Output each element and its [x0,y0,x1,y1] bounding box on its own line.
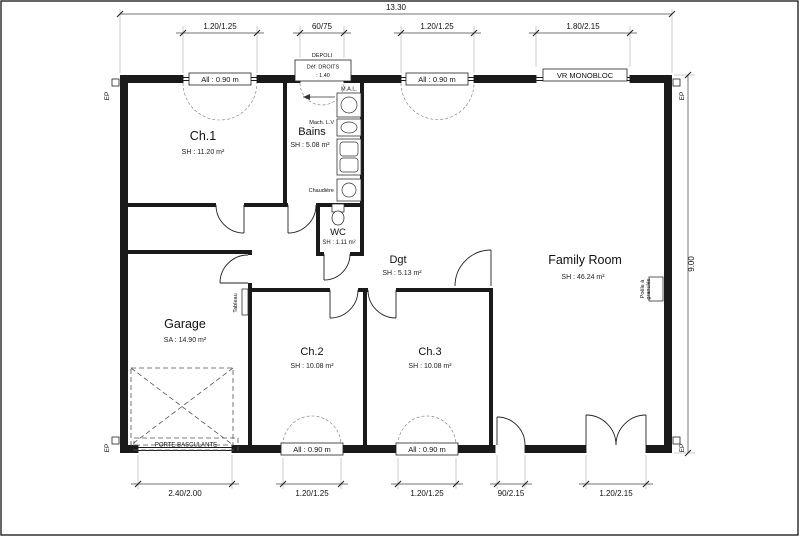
dim-total-height: 9.00 [687,256,696,272]
room-name-garage: Garage [164,317,206,331]
ep-downspout [111,436,120,445]
room-area-ch2: SH : 10.08 m² [290,363,334,370]
window-swing-ch2 [282,415,342,446]
dim-bottom-4: 90/2.15 [498,489,525,498]
dimensions-top: 13.30 1.20/1.25 60/75 1.20/1.25 1.80/2.1… [116,3,676,37]
mal-label: M.A.L. [341,87,357,93]
ep-label-top-right: EP [679,92,686,101]
ep-downspout [672,78,681,87]
door-bains [287,204,317,234]
basculante-outline [130,367,234,446]
doors [215,204,647,446]
room-area-dgt: SH : 5.13 m² [382,270,422,277]
room-area-family: SH : 46.24 m² [561,274,605,281]
chaudiere-label: Chaudière [309,188,334,194]
window-labels: All : 0.90 m All : 0.90 m All : 0.90 m A… [188,53,628,456]
door-ch2 [329,289,359,319]
dim-top-2: 60/75 [312,22,333,31]
door-ch3 [367,289,397,319]
window-swing-hall [400,82,475,120]
depoli-line2: : 1.40 [316,73,330,79]
room-name-ch1: Ch.1 [190,129,216,143]
ep-label-top-left: EP [104,92,111,101]
electrical-panel [241,288,249,316]
interior-walls [120,83,493,445]
door-entry [496,416,526,446]
washbasin [336,118,362,137]
ep-downspout [672,436,681,445]
ep-label-bottom-left: EP [104,444,111,453]
room-name-wc: WC [330,227,346,238]
window-label-bottom-1: All : 0.90 m [293,445,331,454]
room-area-bains: SH : 5.08 m² [290,142,330,149]
dim-total-width: 13.30 [386,3,407,12]
dim-bottom-2: 1.20/1.25 [295,489,329,498]
room-area-garage: SA : 14.90 m² [164,337,207,344]
door-french-right [615,414,647,446]
room-name-ch3: Ch.3 [418,346,441,358]
depoli-line1: Déf. DROITS [307,65,340,71]
arrow-icon [303,94,310,100]
door-garage [219,254,249,284]
room-name-bains: Bains [298,126,326,138]
washing-machine [336,92,362,118]
room-name-dgt: Dgt [389,254,406,266]
window-label-bottom-2: All : 0.90 m [408,445,446,454]
dim-top-4: 1.80/2.15 [566,22,600,31]
ep-downspout [111,78,120,87]
window-swing-ch1 [182,82,258,121]
porte-basculante-label: PORTE BASCULANTE [155,443,217,449]
annotations: M.A.L. Mach. L.V Chaudière Tableau PORTE… [104,87,686,453]
dim-top-3: 1.20/1.25 [420,22,454,31]
extension-lines [119,9,695,489]
poele-label-1: Poêle à [640,279,646,299]
room-area-ch3: SH : 10.08 m² [408,363,452,370]
dim-bottom-5: 1.20/2.15 [599,489,633,498]
door-wc [323,253,351,281]
room-name-ch2: Ch.2 [300,346,323,358]
depoli-label: DEPOLI [312,53,333,59]
window-swing-ch3 [397,415,457,446]
room-area-wc: SH : 1.11 m² [322,240,355,246]
door-ch1 [215,204,245,234]
dimensions-bottom: 2.40/2.00 1.20/1.25 1.20/1.25 90/2.15 1.… [131,480,653,498]
door-french-left [585,414,617,446]
boiler [336,178,362,202]
lv-label: Mach. L.V [309,120,334,126]
fixtures [111,78,681,446]
dim-bottom-3: 1.20/1.25 [410,489,444,498]
ep-label-bottom-right: EP [679,444,686,453]
dim-top-1: 1.20/1.25 [203,22,237,31]
vr-monobloc-label: VR MONOBLOC [557,71,614,80]
room-area-ch1: SH : 11.20 m² [182,149,225,156]
toilet-bowl [331,210,345,226]
room-labels: Ch.1 SH : 11.20 m² Bains SH : 5.08 m² WC… [164,126,622,370]
pellet-stove [648,276,664,302]
dimension-right: 9.00 [684,71,696,457]
window-label-top-1: All : 0.90 m [201,75,239,84]
dim-bottom-1: 2.40/2.00 [168,489,202,498]
window-label-top-2: All : 0.90 m [418,75,456,84]
sink-unit [336,138,362,176]
poele-label-2: granulés [646,278,652,299]
room-name-family: Family Room [548,253,622,267]
door-dgt [454,249,492,287]
tableau-label: Tableau [233,293,239,312]
